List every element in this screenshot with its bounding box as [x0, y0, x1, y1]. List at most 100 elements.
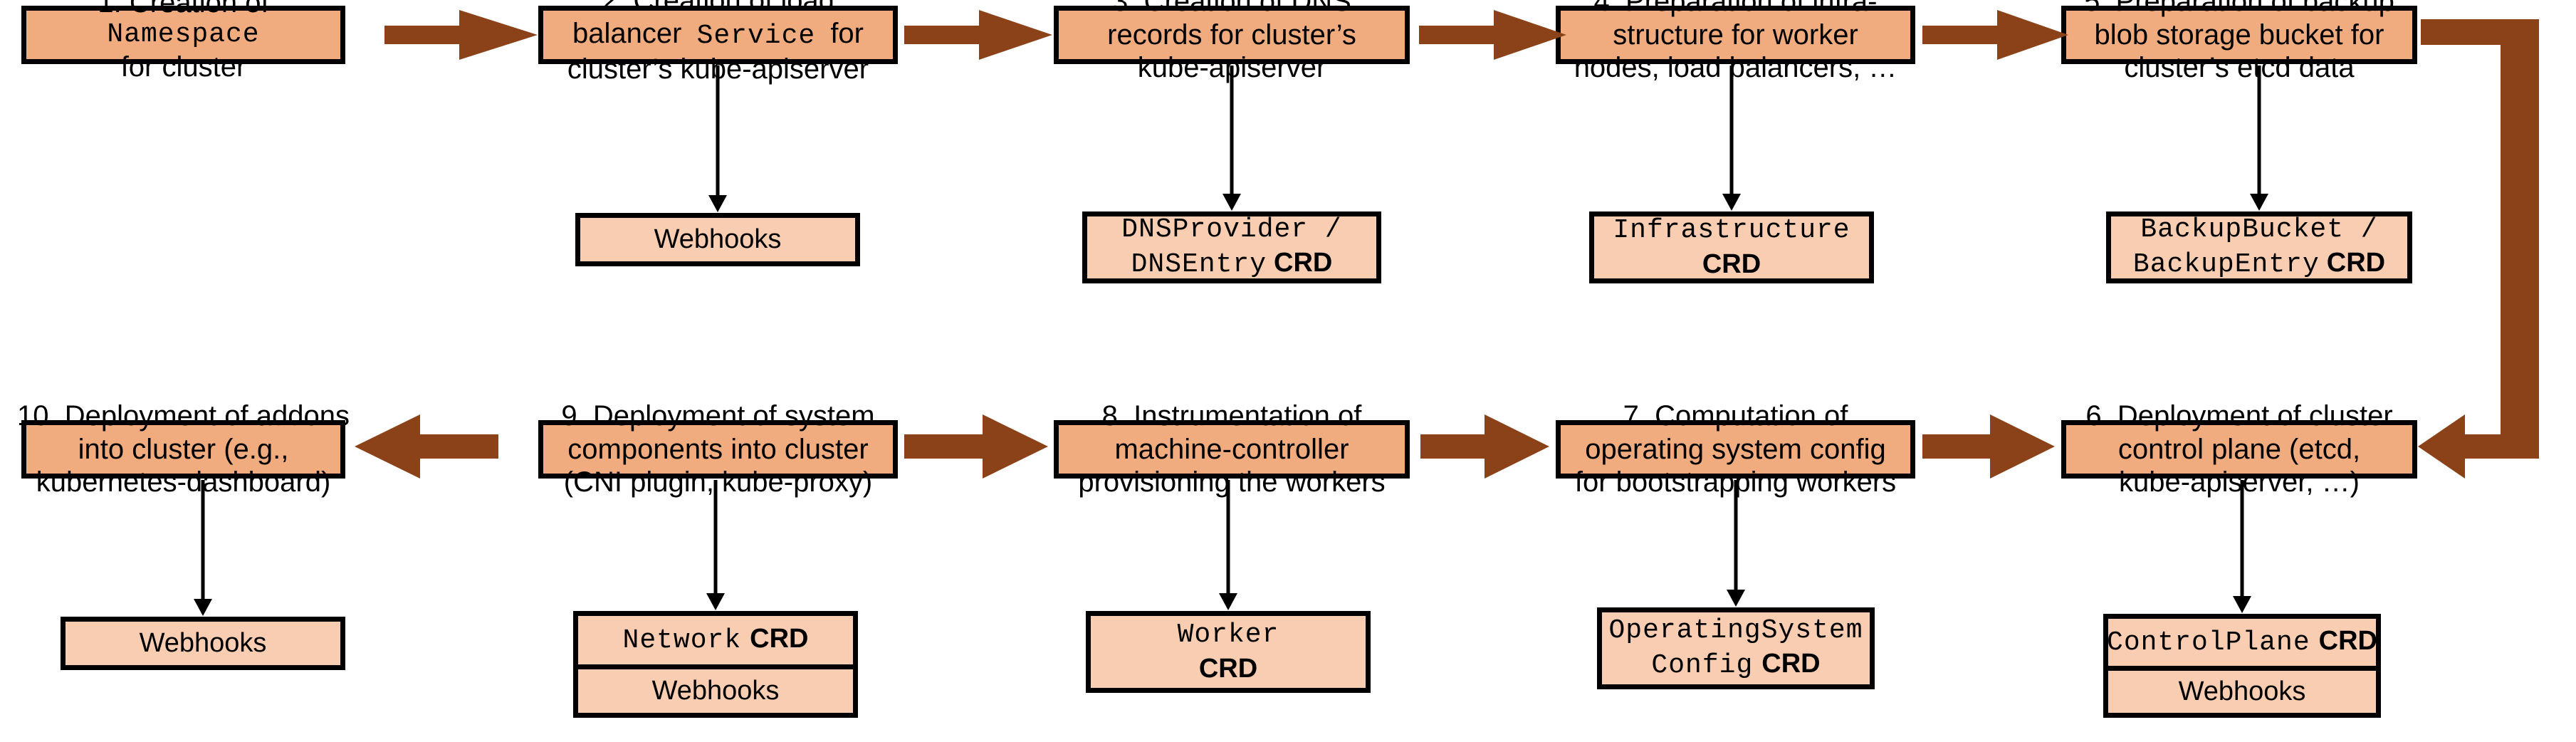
- step-9-line-2: components into cluster: [567, 433, 869, 465]
- step-10-line-3: kubernetes-dashboard): [36, 466, 331, 498]
- step-6-box[interactable]: 6. Deployment of cluster control plane (…: [2061, 400, 2417, 498]
- sub-4-segment-crd: Infrastructure CRD: [1594, 215, 1869, 279]
- sub-6-line-1: ControlPlane CRD: [2107, 625, 2377, 659]
- sub-7-config: Config: [1651, 650, 1754, 681]
- connector-3-arrowhead-icon: [1222, 194, 1241, 211]
- sub-10-segment-webhooks: Webhooks: [66, 622, 340, 665]
- connector-9-arrowhead-icon: [706, 593, 725, 610]
- step-7-line-2: operating system config: [1585, 433, 1886, 465]
- step-1-line-3: for cluster: [120, 51, 246, 83]
- step-10-box[interactable]: 10. Deployment of addons into cluster (e…: [17, 400, 350, 498]
- flow-arrow-5-to-6-elbow-shape: [2418, 19, 2539, 479]
- step-3-line-2: records for cluster’s: [1107, 19, 1356, 51]
- sub-8-segment-crd: Worker CRD: [1091, 616, 1366, 688]
- step-6-line-3: kube-apiserver, …): [2119, 466, 2360, 498]
- flow-arrow-7-to-8: [1420, 414, 1549, 479]
- sub-6-controlplane: ControlPlane: [2107, 627, 2310, 659]
- sub-9-crd: CRD: [750, 624, 809, 654]
- step-6-line-2: control plane (etcd,: [2117, 433, 2361, 465]
- flow-arrow-3-to-4: [1419, 10, 1566, 60]
- step-4-box[interactable]: 4. Preparation of infra- structure for w…: [1556, 0, 1915, 83]
- step-4-line-3: nodes, load balancers, …: [1574, 52, 1897, 84]
- sub-8-line-2: CRD: [1198, 653, 1258, 684]
- step-4-line-1: 4. Preparation of infra-: [1593, 0, 1878, 18]
- sub-8-line-1: Worker: [1177, 620, 1279, 651]
- step-7-line-1: 7. Computation of: [1623, 400, 1848, 432]
- step-2-box[interactable]: 2. Creation of load balancer Service for…: [538, 0, 898, 85]
- sub-5-crd: CRD: [2326, 248, 2386, 278]
- step-8-line-2: machine-controller: [1114, 433, 1349, 465]
- step-2-line-2c: for: [822, 18, 864, 50]
- step-3-line-3: kube-apiserver: [1137, 52, 1326, 84]
- step-1-line-1: 1. Creation of: [98, 0, 269, 19]
- step-5-line-3: cluster’s etcd data: [2124, 52, 2355, 84]
- sub-5-line-1: BackupBucket /: [2140, 214, 2378, 245]
- sub-3-line-1: DNSProvider /: [1121, 214, 1342, 245]
- step-9-line-1: 9. Deployment of system: [561, 400, 875, 432]
- sub-6-box[interactable]: ControlPlane CRD Webhooks: [2103, 614, 2381, 718]
- flow-arrow-2-to-3: [904, 10, 1052, 60]
- sub-2-box[interactable]: Webhooks: [575, 213, 860, 266]
- step-5-line-2: blob storage bucket for: [2094, 19, 2384, 51]
- step-3-box[interactable]: 3. Creation of DNS records for cluster’s…: [1054, 0, 1410, 83]
- step-9-box[interactable]: 9. Deployment of system components into …: [538, 400, 898, 498]
- step-8-box[interactable]: 8. Instrumentation of machine-controller…: [1054, 400, 1410, 498]
- connector-8-arrowhead-icon: [1219, 593, 1237, 610]
- flow-arrow-6-to-7: [1922, 414, 2055, 479]
- sub-8-box[interactable]: Worker CRD: [1086, 611, 1371, 693]
- sub-4-line-2: CRD: [1702, 249, 1761, 279]
- step-7-box[interactable]: 7. Computation of operating system confi…: [1556, 400, 1915, 498]
- connector-4-arrowhead-icon: [1722, 194, 1741, 211]
- sub-10-webhooks-label: Webhooks: [139, 628, 267, 659]
- sub-9-webhooks-label: Webhooks: [651, 676, 780, 706]
- step-2-line-1: 2. Creation of load: [602, 0, 834, 17]
- step-2-line-2: balancer Service for: [565, 17, 871, 52]
- sub-7-line-1: OperatingSystem: [1608, 615, 1863, 646]
- sub-9-segment-webhooks: Webhooks: [578, 664, 853, 713]
- step-5-line-1: 5. Preparation of backup: [2084, 0, 2394, 18]
- sub-7-crd: CRD: [1761, 649, 1821, 679]
- step-7-line-3: for bootstrapping workers: [1574, 466, 1897, 498]
- sub-6-segment-webhooks: Webhooks: [2108, 666, 2376, 713]
- flow-arrow-1-to-2: [384, 10, 538, 60]
- flow-arrow-8-to-9: [904, 414, 1048, 479]
- step-10-line-1: 10. Deployment of addons: [17, 400, 350, 432]
- sub-6-webhooks-label: Webhooks: [2178, 676, 2306, 707]
- flow-arrow-9-to-10: [355, 414, 498, 479]
- connector-6-arrowhead-icon: [2233, 596, 2251, 613]
- connector-2-arrowhead-icon: [708, 195, 727, 212]
- connector-5-arrowhead-icon: [2250, 194, 2268, 211]
- sub-2-webhooks-label: Webhooks: [654, 224, 782, 255]
- step-2-line-3: cluster’s kube-apiserver: [567, 53, 869, 85]
- sub-6-crd: CRD: [2318, 626, 2377, 657]
- step-8-line-3: provisioning the workers: [1078, 466, 1386, 498]
- sub-4-line-1: Infrastructure: [1613, 215, 1850, 246]
- step-5-box[interactable]: 5. Preparation of backup blob storage bu…: [2061, 0, 2417, 83]
- sub-3-crd: CRD: [1274, 248, 1333, 278]
- step-8-line-1: 8. Instrumentation of: [1101, 400, 1362, 432]
- step-6-line-1: 6. Deployment of cluster: [2085, 400, 2393, 432]
- connector-10-arrowhead-icon: [194, 599, 212, 616]
- sub-6-segment-crd: ControlPlane CRD: [2107, 619, 2377, 666]
- sub-5-backupentry: BackupEntry: [2132, 249, 2320, 280]
- step-1-box[interactable]: 1. Creation of Namespace for cluster: [21, 0, 345, 83]
- connector-7-arrowhead-icon: [1727, 590, 1745, 607]
- sub-3-dnsentry: DNSEntry: [1131, 249, 1267, 280]
- sub-10-box[interactable]: Webhooks: [61, 617, 345, 670]
- step-2-line-2a: balancer: [572, 18, 690, 50]
- step-3-line-1: 3. Creation of DNS: [1112, 0, 1351, 18]
- step-10-line-2: into cluster (e.g.,: [78, 433, 289, 465]
- step-1-line-2: Namespace: [107, 19, 260, 50]
- step-2-line-2b: Service: [696, 21, 816, 52]
- sub-4-box[interactable]: Infrastructure CRD: [1589, 211, 1874, 283]
